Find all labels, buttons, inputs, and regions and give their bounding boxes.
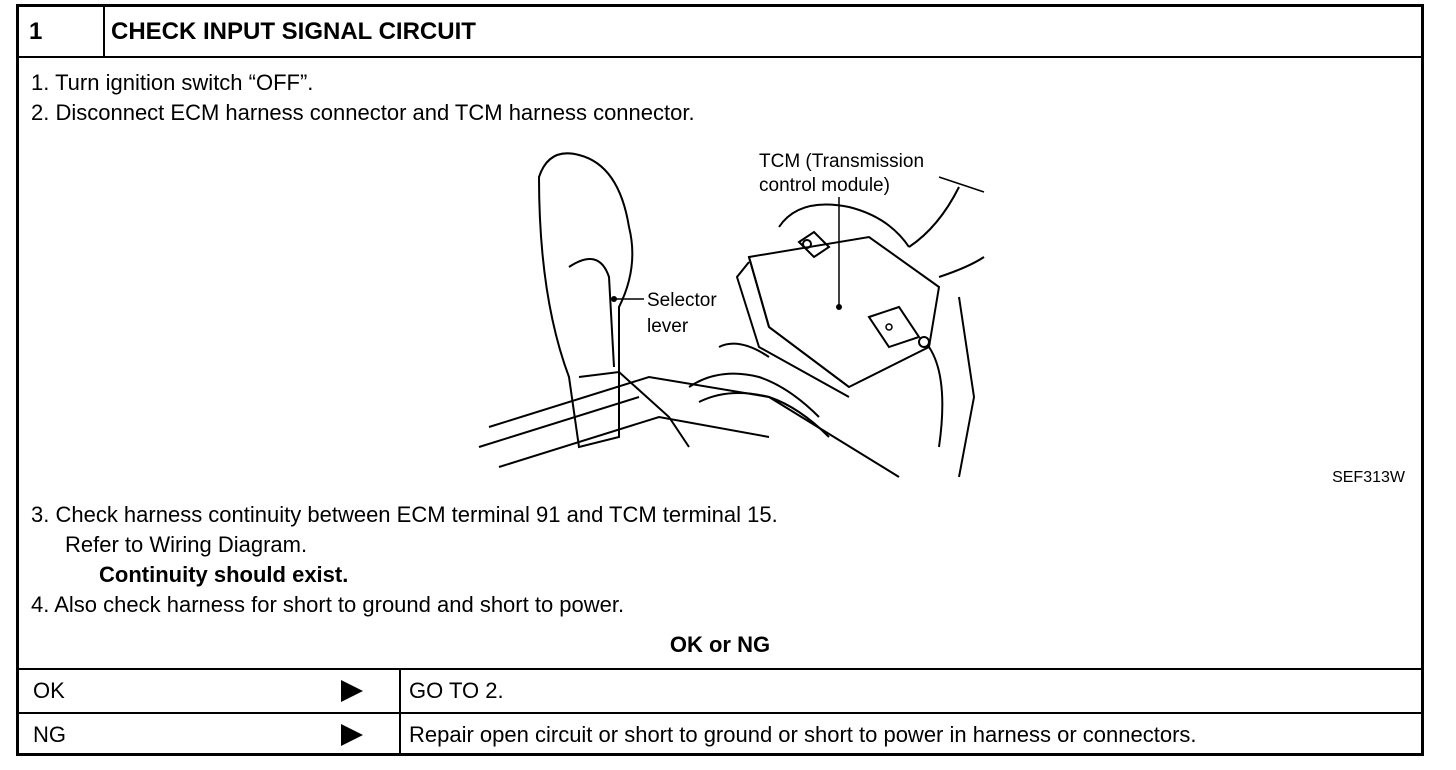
play-arrow-icon (341, 724, 363, 746)
tcm-location-illustration: TCM (Transmission control module) Select… (478, 151, 985, 478)
instruction-step-3-reference: Refer to Wiring Diagram. (65, 532, 308, 557)
procedure-title: CHECK INPUT SIGNAL CIRCUIT (111, 18, 476, 45)
result-condition: NG (33, 722, 66, 747)
result-condition: OK (33, 678, 65, 703)
instruction-step-3: 3. Check harness continuity between ECM … (31, 502, 778, 527)
result-row-ng: NG Repair open circuit or short to groun… (19, 712, 1421, 756)
expected-result: Continuity should exist. (99, 562, 349, 587)
procedure-header: 1 CHECK INPUT SIGNAL CIRCUIT (19, 7, 1421, 58)
step-number: 1 (19, 7, 105, 56)
figure-code: SEF313W (1332, 469, 1405, 486)
procedure-table: 1 CHECK INPUT SIGNAL CIRCUIT 1. Turn ign… (16, 4, 1424, 756)
selector-label-line2: lever (647, 316, 689, 337)
play-arrow-icon (341, 680, 363, 702)
tcm-label-line1: TCM (Transmission (759, 151, 924, 172)
instruction-step-4: 4. Also check harness for short to groun… (31, 592, 625, 617)
result-action: Repair open circuit or short to ground o… (409, 722, 1197, 747)
tcm-label-line2: control module) (759, 175, 890, 196)
instruction-step-1: 1. Turn ignition switch “OFF”. (31, 70, 314, 95)
selector-label-line1: Selector (647, 290, 717, 311)
result-row-ok: OK GO TO 2. (19, 668, 1421, 712)
result-action: GO TO 2. (409, 678, 504, 703)
instruction-step-2: 2. Disconnect ECM harness connector and … (31, 100, 695, 125)
result-title: OK or NG (669, 632, 771, 657)
